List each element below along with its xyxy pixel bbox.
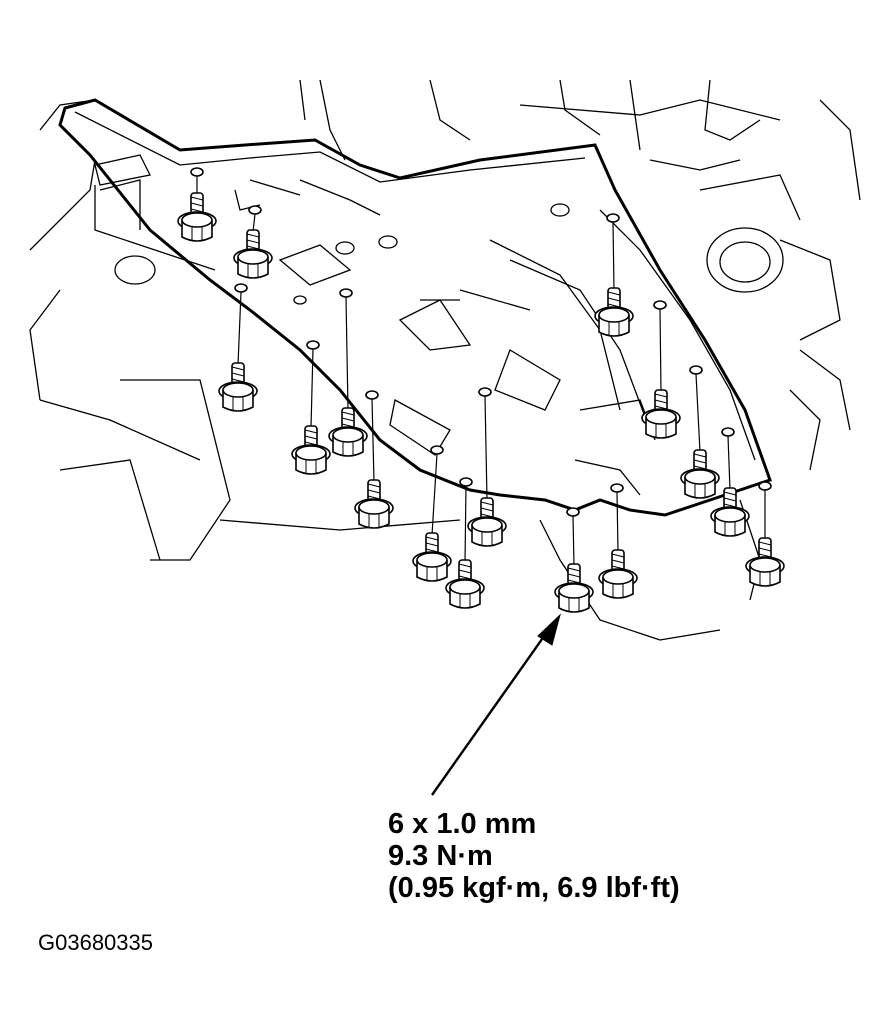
flange-bolt — [467, 387, 507, 547]
flange-bolt — [291, 340, 331, 475]
flange-bolt — [218, 283, 258, 412]
flange-bolt — [680, 365, 720, 499]
thread-size-label: 6 x 1.0 mm — [388, 808, 537, 840]
flange-bolt — [745, 481, 785, 587]
flange-bolt — [445, 477, 485, 609]
shield-outline — [58, 98, 772, 517]
background-chassis — [29, 79, 861, 641]
flange-bolt — [554, 507, 594, 613]
flange-bolt — [177, 167, 217, 242]
torque-nm-label: 9.3 N·m — [388, 840, 493, 872]
flange-bolt — [598, 483, 638, 599]
torque-spec-callout: 6 x 1.0 mm 9.3 N·m (0.95 kgf·m, 6.9 lbf·… — [388, 808, 680, 904]
flange-bolt — [328, 288, 368, 457]
flange-bolt — [233, 205, 273, 279]
torque-alt-label: (0.95 kgf·m, 6.9 lbf·ft) — [388, 872, 680, 904]
flange-bolt — [354, 390, 394, 529]
splash-shield-panel — [58, 98, 772, 517]
figure-code: G03680335 — [38, 930, 153, 955]
bolt-group — [177, 167, 785, 613]
flange-bolt — [710, 427, 750, 537]
flange-bolt — [412, 445, 452, 582]
flange-bolt — [641, 300, 681, 439]
callout-arrow — [431, 613, 561, 796]
flange-bolt — [594, 213, 634, 337]
